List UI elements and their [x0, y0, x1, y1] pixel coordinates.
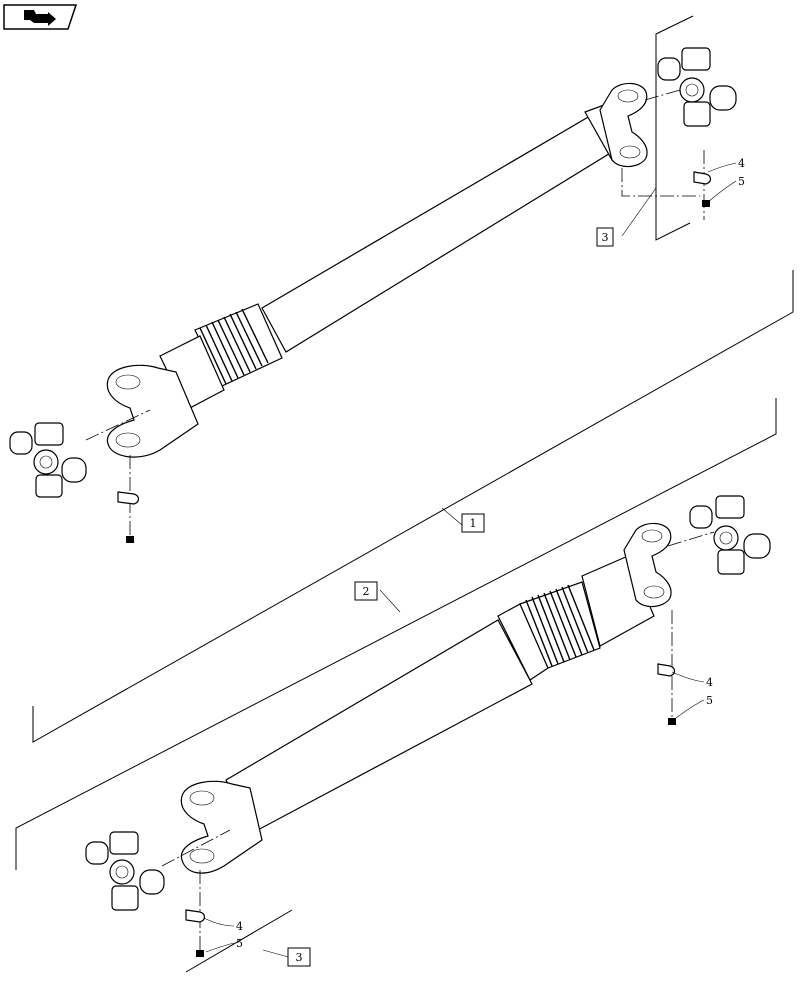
- bolt-upper-right: [702, 200, 710, 207]
- lower-drive-shaft: [180, 522, 672, 874]
- label-item-5-top: 5: [738, 175, 745, 188]
- universal-joint-upper-left: [9, 422, 87, 498]
- universal-joint-lower-right: [689, 495, 771, 575]
- strap-clip-upper-left: [117, 491, 140, 505]
- universal-joint-upper-right: [657, 47, 737, 127]
- bracket-item-3-top: [655, 15, 694, 241]
- callout-item-1: 1: [461, 513, 485, 533]
- strap-clip-mid-right: [657, 663, 676, 677]
- bolt-lower-left: [196, 950, 204, 957]
- svg-text:1: 1: [470, 517, 477, 530]
- strap-clip-lower-left: [185, 909, 206, 923]
- upper-drive-shaft: [106, 82, 648, 458]
- label-item-4-bottom: 4: [236, 920, 243, 933]
- bolt-mid-right: [668, 718, 676, 725]
- bolt-upper-left: [126, 536, 134, 543]
- callout-item-3-bottom: 3: [287, 947, 311, 967]
- bracket-item-2: [15, 398, 777, 870]
- bracket-item-1: [32, 270, 794, 743]
- callout-item-3-top: 3: [596, 227, 614, 247]
- bracket-item-3-bottom: [185, 909, 293, 973]
- svg-text:3: 3: [602, 231, 609, 244]
- label-item-4-mid: 4: [706, 676, 713, 689]
- navigation-arrow-icon[interactable]: [3, 4, 78, 30]
- callout-item-2: 2: [354, 581, 378, 601]
- svg-text:3: 3: [296, 951, 303, 964]
- label-item-4-top: 4: [738, 157, 745, 170]
- strap-clip-upper-right: [693, 171, 712, 185]
- label-item-5-mid: 5: [706, 694, 713, 707]
- label-item-5-bottom: 5: [236, 937, 243, 950]
- universal-joint-lower-left: [85, 831, 165, 911]
- svg-text:2: 2: [363, 585, 370, 598]
